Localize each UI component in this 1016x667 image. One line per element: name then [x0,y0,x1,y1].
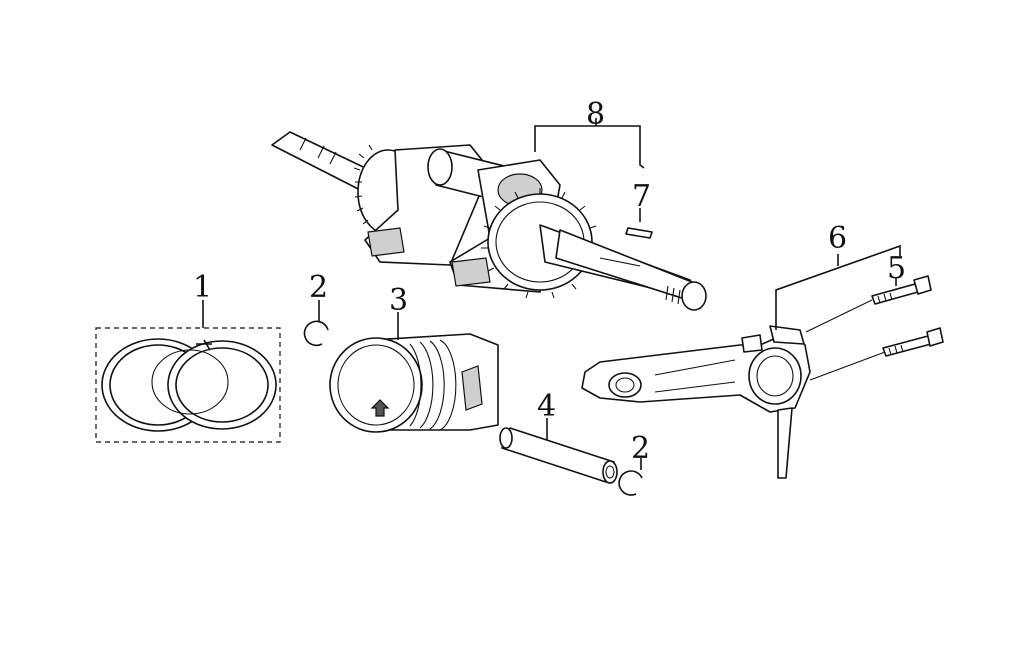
callout-2-left: 2 [309,270,328,305]
piston-ring-set [95,327,281,443]
piston [329,333,499,433]
connecting-rod [581,325,811,479]
callout-3: 3 [389,283,408,318]
connecting-rod-bolt-upper [871,275,932,305]
crankshaft [271,131,707,311]
callout-8: 8 [586,97,605,132]
callout-7: 7 [632,179,651,214]
piston-pin [499,427,618,484]
callout-2-right: 2 [631,431,650,466]
woodruff-key [625,227,653,239]
callout-1: 1 [193,270,212,305]
piston-pin-clip-left [303,320,329,347]
piston-pin-clip-right [618,470,643,496]
callout-5: 5 [887,251,906,286]
callout-4: 4 [537,389,556,424]
connecting-rod-bolt-lower [882,327,944,357]
callout-6: 6 [828,221,847,256]
